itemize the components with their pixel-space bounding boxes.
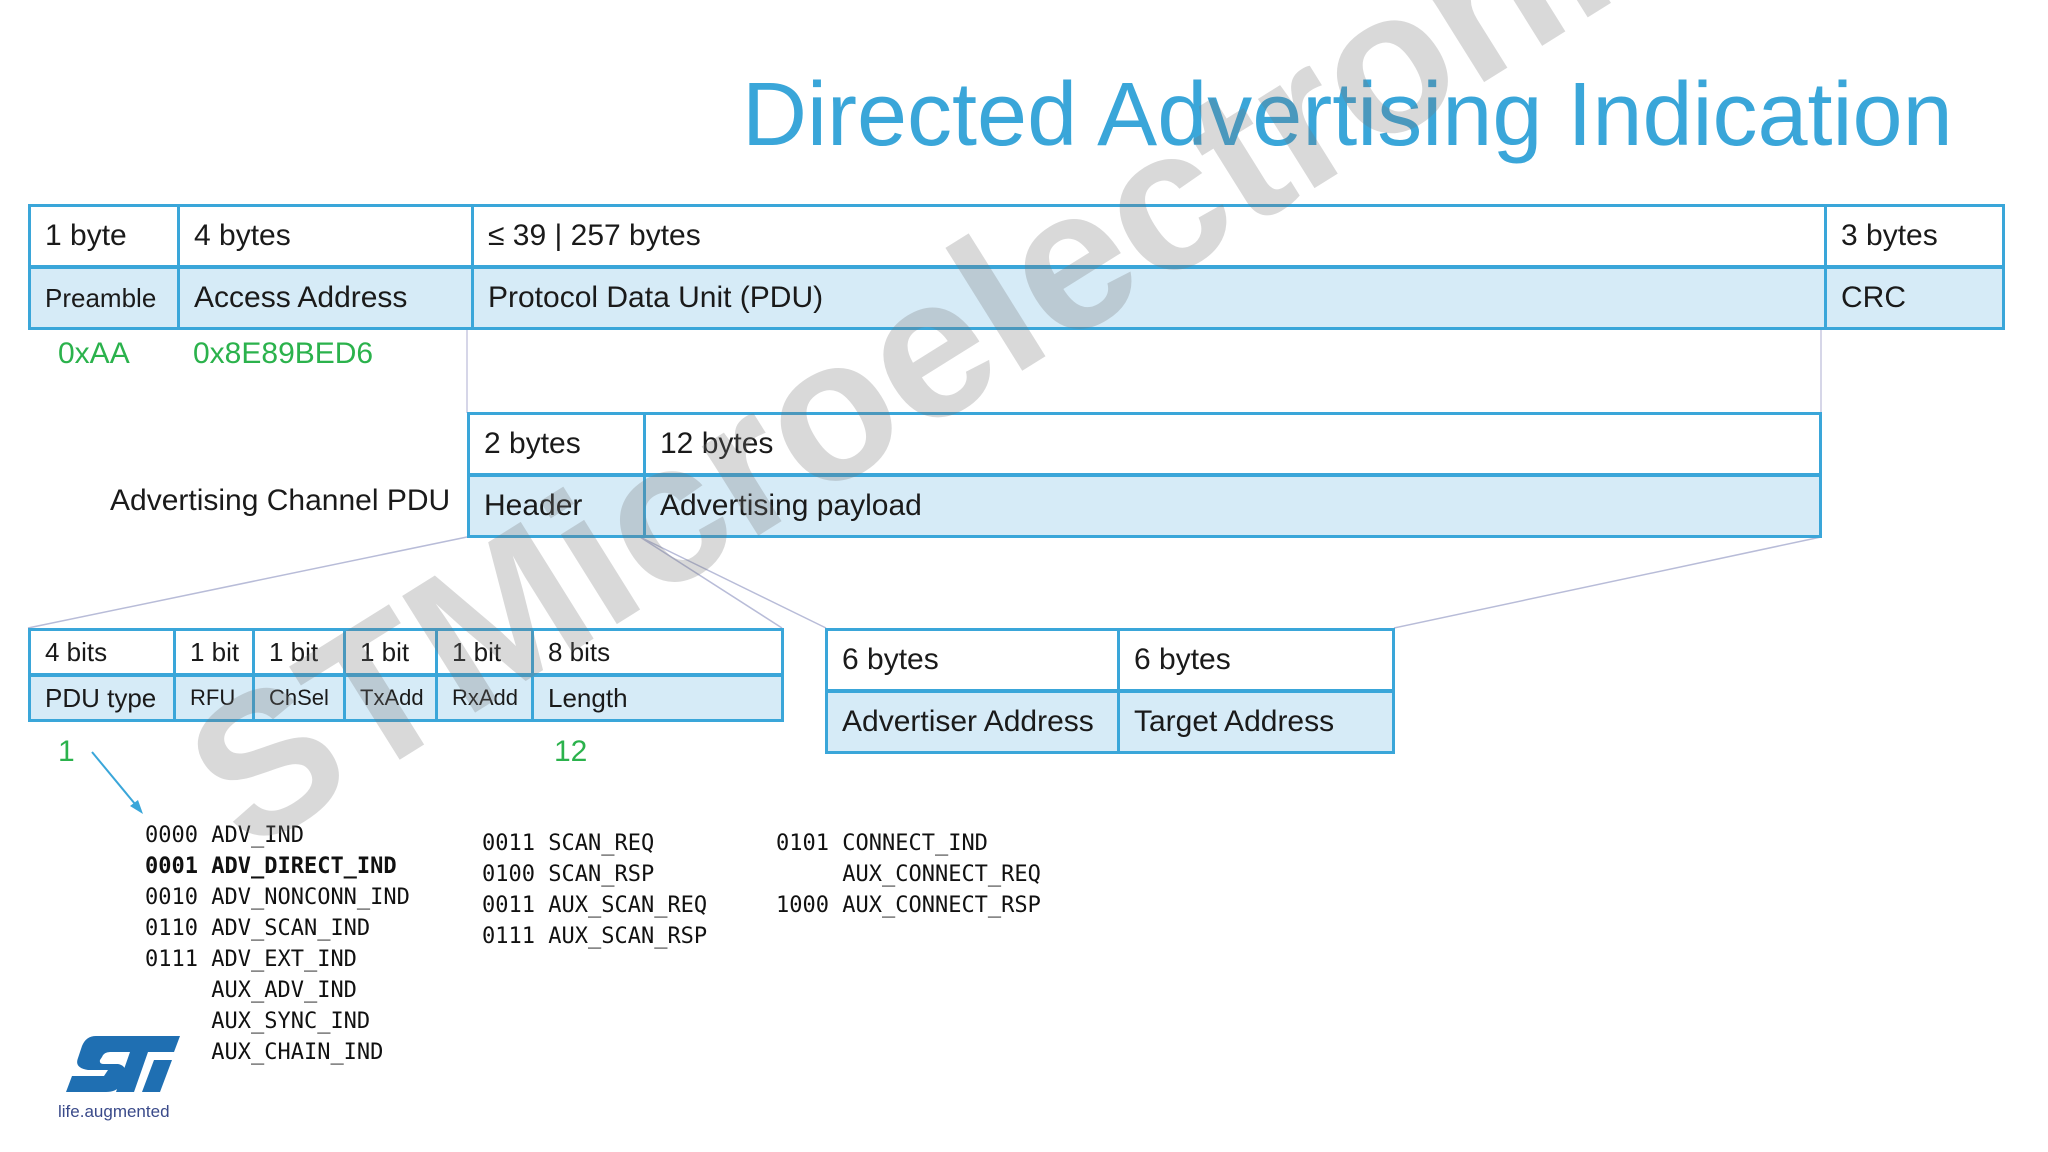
- pdu-type-entry: 0011 AUX_SCAN_REQ: [482, 890, 707, 921]
- rfu-size: 1 bit: [173, 631, 252, 673]
- target-address-field: Target Address: [1117, 693, 1395, 751]
- rxadd-size: 1 bit: [435, 631, 531, 673]
- pdu-type-code: 0010: [145, 885, 198, 910]
- pdu-type-code: [145, 978, 198, 1003]
- pdu-type-name: AUX_ADV_IND: [211, 978, 357, 1003]
- access-address-field: Access Address: [177, 269, 471, 327]
- crc-size: 3 bytes: [1824, 207, 2005, 265]
- advertising-channel-pdu-label: Advertising Channel PDU: [110, 484, 451, 517]
- pdu-type-code: 0000: [145, 823, 198, 848]
- pdu-type-entry: 0011 SCAN_REQ: [482, 828, 707, 859]
- pdu-type-entry: 0000 ADV_IND: [145, 820, 410, 851]
- header-size: 2 bytes: [484, 427, 581, 460]
- chsel-field: ChSel: [252, 677, 343, 719]
- pdu-type-value: 1: [58, 735, 75, 768]
- pdu-type-code: 0001: [145, 854, 198, 879]
- header-field: Header: [484, 489, 583, 522]
- pdu-type-entry: AUX_SYNC_IND: [145, 1006, 410, 1037]
- pdu-type-entry: AUX_CONNECT_REQ: [776, 859, 1041, 890]
- pdu-type-field: PDU type: [45, 682, 157, 713]
- pdu-type-name: ADV_DIRECT_IND: [211, 854, 397, 879]
- preamble-value: 0xAA: [58, 337, 130, 370]
- pdu-type-code: 0110: [145, 916, 198, 941]
- packet-size-row: 1 byte 4 bytes ≤ 39 | 257 bytes 3 bytes: [28, 204, 2005, 268]
- rfu-field: RFU: [173, 677, 252, 719]
- pdu-type-name: SCAN_REQ: [548, 831, 655, 856]
- pdu-field-row: Header Advertising payload: [467, 474, 1822, 538]
- pdu-size: ≤ 39 | 257 bytes: [471, 207, 1824, 265]
- payload-field-row: Advertiser Address Target Address: [825, 690, 1395, 754]
- pdu-size-row: 2 bytes 12 bytes: [467, 412, 1822, 476]
- pdu-type-name: AUX_CHAIN_IND: [211, 1040, 384, 1065]
- pdu-type-size: 4 bits: [45, 636, 108, 667]
- pdu-type-name: ADV_IND: [211, 823, 304, 848]
- pdu-type-name: SCAN_RSP: [548, 862, 655, 887]
- payload-field: Advertising payload: [643, 477, 1822, 535]
- pdu-type-name: ADV_SCAN_IND: [211, 916, 371, 941]
- preamble-field: Preamble: [45, 282, 157, 313]
- advertiser-address-size: 6 bytes: [842, 643, 939, 676]
- advertiser-address-field: Advertiser Address: [842, 705, 1094, 738]
- pdu-type-name: AUX_CONNECT_RSP: [842, 893, 1041, 918]
- payload-size-row: 6 bytes 6 bytes: [825, 628, 1395, 692]
- pdu-type-entry: 0010 ADV_NONCONN_IND: [145, 882, 410, 913]
- pdu-type-entry: AUX_CHAIN_IND: [145, 1037, 410, 1068]
- crc-field: CRC: [1824, 269, 2005, 327]
- chsel-size: 1 bit: [252, 631, 343, 673]
- pdu-type-name: CONNECT_IND: [842, 831, 988, 856]
- pdu-type-code: 1000: [776, 893, 829, 918]
- access-address-size: 4 bytes: [177, 207, 471, 265]
- length-field: Length: [531, 677, 784, 719]
- pdu-type-name: AUX_SCAN_REQ: [548, 893, 708, 918]
- length-value: 12: [554, 735, 588, 768]
- pdu-type-entry: AUX_ADV_IND: [145, 975, 410, 1006]
- pdu-type-code: 0111: [482, 924, 535, 949]
- pdu-type-name: AUX_SCAN_RSP: [548, 924, 708, 949]
- packet-field-row: Preamble Access Address Protocol Data Un…: [28, 266, 2005, 330]
- pdu-type-code: 0111: [145, 947, 198, 972]
- pdu-field: Protocol Data Unit (PDU): [471, 269, 1824, 327]
- pdu-type-entry: 0101 CONNECT_IND: [776, 828, 1041, 859]
- txadd-field: TxAdd: [343, 677, 435, 719]
- pdu-type-code: 0101: [776, 831, 829, 856]
- st-logo-icon: [66, 1036, 180, 1092]
- pdu-type-name: AUX_SYNC_IND: [211, 1009, 371, 1034]
- rxadd-field: RxAdd: [435, 677, 531, 719]
- pdu-type-entry: 0100 SCAN_RSP: [482, 859, 707, 890]
- txadd-size: 1 bit: [343, 631, 435, 673]
- header-size-row: 4 bits 1 bit 1 bit 1 bit 1 bit 8 bits: [28, 628, 784, 676]
- logo-tagline: life.augmented: [58, 1102, 170, 1121]
- length-size: 8 bits: [531, 631, 784, 673]
- pdu-type-code: 0100: [482, 862, 535, 887]
- pdu-type-list-3: 0101 CONNECT_IND AUX_CONNECT_REQ 1000 AUX…: [776, 828, 1041, 921]
- header-field-row: PDU type RFU ChSel TxAdd RxAdd Length: [28, 674, 784, 722]
- pdu-type-name: ADV_NONCONN_IND: [211, 885, 410, 910]
- preamble-size: 1 byte: [45, 219, 127, 252]
- pdu-type-name: ADV_EXT_IND: [211, 947, 357, 972]
- pdu-type-entry: 0111 AUX_SCAN_RSP: [482, 921, 707, 952]
- pdu-type-entry: 0110 ADV_SCAN_IND: [145, 913, 410, 944]
- pdu-type-entry: 0111 ADV_EXT_IND: [145, 944, 410, 975]
- payload-size: 12 bytes: [643, 415, 1822, 473]
- pdu-type-name: AUX_CONNECT_REQ: [842, 862, 1041, 887]
- pdu-type-code: 0011: [482, 893, 535, 918]
- target-address-size: 6 bytes: [1117, 631, 1395, 689]
- pdu-type-entry: 1000 AUX_CONNECT_RSP: [776, 890, 1041, 921]
- pdu-type-entry: 0001 ADV_DIRECT_IND: [145, 851, 410, 882]
- access-address-value: 0x8E89BED6: [193, 337, 374, 370]
- slide-title: Directed Advertising Indication: [742, 65, 1953, 165]
- pdu-type-code: [776, 862, 829, 887]
- pdu-type-code: 0011: [482, 831, 535, 856]
